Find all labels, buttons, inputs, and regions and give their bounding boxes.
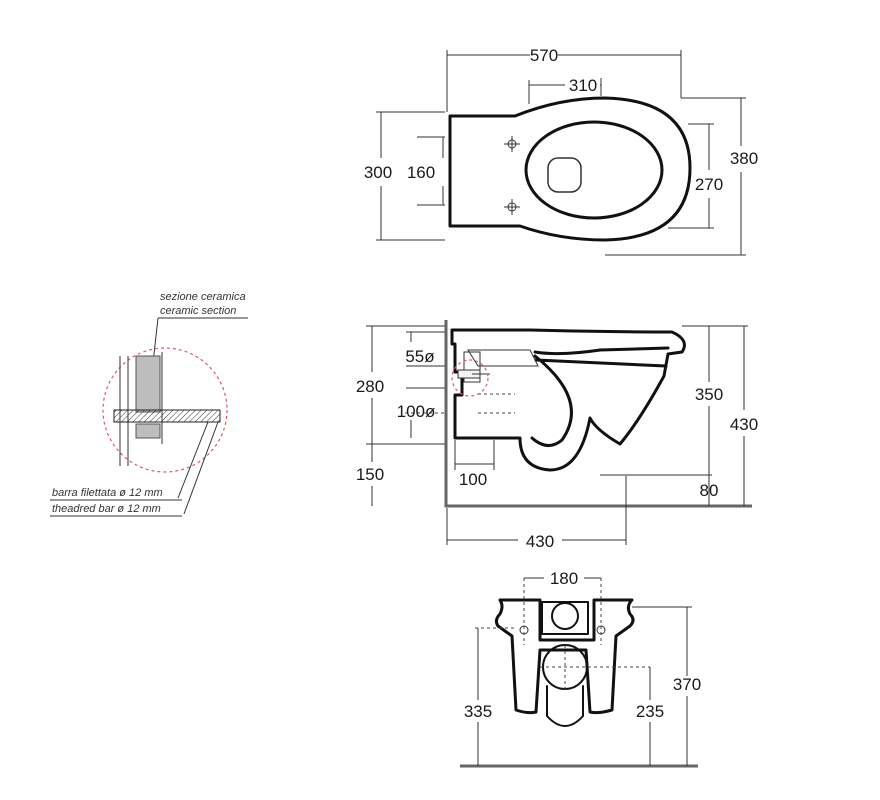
dim-floor-to-outlet: 150 — [356, 465, 384, 484]
top-view-bowl-opening — [524, 120, 664, 220]
front-view: 180 335 235 370 — [460, 569, 701, 768]
threaded-bar — [113, 409, 221, 423]
wall-floor-line — [444, 320, 752, 508]
ceramic-section-body — [135, 355, 161, 413]
side-view-bowl-outline — [450, 328, 686, 472]
detail-circle — [102, 347, 228, 473]
dim-depth-right-outer: 380 — [730, 149, 758, 168]
top-view-drain — [547, 157, 582, 193]
label-ceramic-section-it: sezione ceramica — [160, 291, 246, 303]
dim-seat-width: 310 — [569, 76, 597, 95]
front-view-outline — [494, 598, 635, 715]
label-threaded-bar-en: theadred bar ø 12 mm — [52, 503, 161, 515]
fixing-hole-upper — [504, 136, 520, 152]
dim-inlet-diameter: 55ø — [405, 347, 434, 366]
dim-outlet-offset: 100 — [459, 470, 487, 489]
dim-hole-spacing: 160 — [407, 163, 435, 182]
dim-front-left-height: 335 — [464, 702, 492, 721]
bolt-hole-right — [596, 578, 606, 645]
label-ceramic-section-en: ceramic section — [160, 305, 236, 317]
dim-top-width: 570 — [530, 46, 558, 65]
side-view-bowl-inner — [530, 346, 670, 447]
detail-marker — [451, 359, 489, 397]
dim-total-height: 430 — [730, 415, 758, 434]
top-view-outline — [448, 96, 692, 242]
dim-depth-left: 300 — [364, 163, 392, 182]
dim-front-total-height: 370 — [673, 675, 701, 694]
fixing-hole-lower — [504, 199, 520, 215]
dim-outlet-diameter: 100ø — [397, 402, 436, 421]
dim-projection: 430 — [526, 532, 554, 551]
dim-bowl-height: 350 — [695, 385, 723, 404]
dim-depth-right-inner: 270 — [695, 175, 723, 194]
dim-inlet-height: 280 — [356, 377, 384, 396]
label-threaded-bar-it: barra filettata ø 12 mm — [52, 487, 163, 499]
section-detail: sezione ceramica ceramic section barra f… — [50, 291, 248, 517]
front-inlet — [551, 602, 579, 630]
dim-rim-gap: 80 — [700, 481, 719, 500]
side-view: 280 55ø 100ø 150 100 350 430 80 — [356, 320, 758, 551]
top-view: 570 310 300 160 270 380 — [364, 46, 758, 256]
dim-bolt-spacing: 180 — [550, 569, 578, 588]
dim-outlet-height: 235 — [636, 702, 664, 721]
bolt-hole-left — [519, 578, 529, 645]
